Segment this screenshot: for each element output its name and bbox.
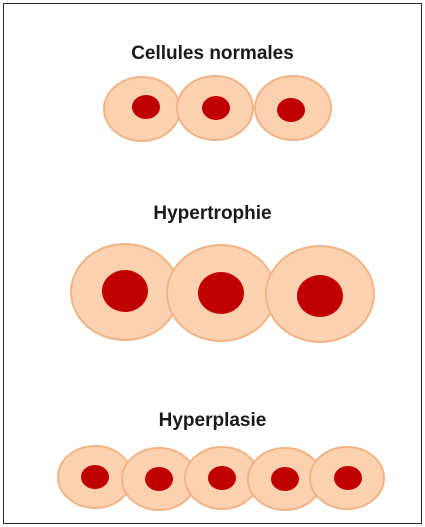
normal-cell bbox=[255, 76, 331, 140]
normal-cell bbox=[177, 76, 253, 140]
hyperplastic-cell bbox=[58, 446, 132, 508]
hypertrophic-cell bbox=[71, 244, 179, 340]
hyperplastic-cell bbox=[310, 447, 384, 509]
hypertrophic-cell bbox=[266, 246, 374, 342]
normal-cell bbox=[104, 77, 180, 141]
normal-cells-group bbox=[104, 76, 331, 141]
hypertrophy-cells-group bbox=[71, 244, 374, 342]
hyperplasia-cells-group bbox=[58, 446, 384, 510]
hypertrophic-cell bbox=[167, 245, 275, 341]
